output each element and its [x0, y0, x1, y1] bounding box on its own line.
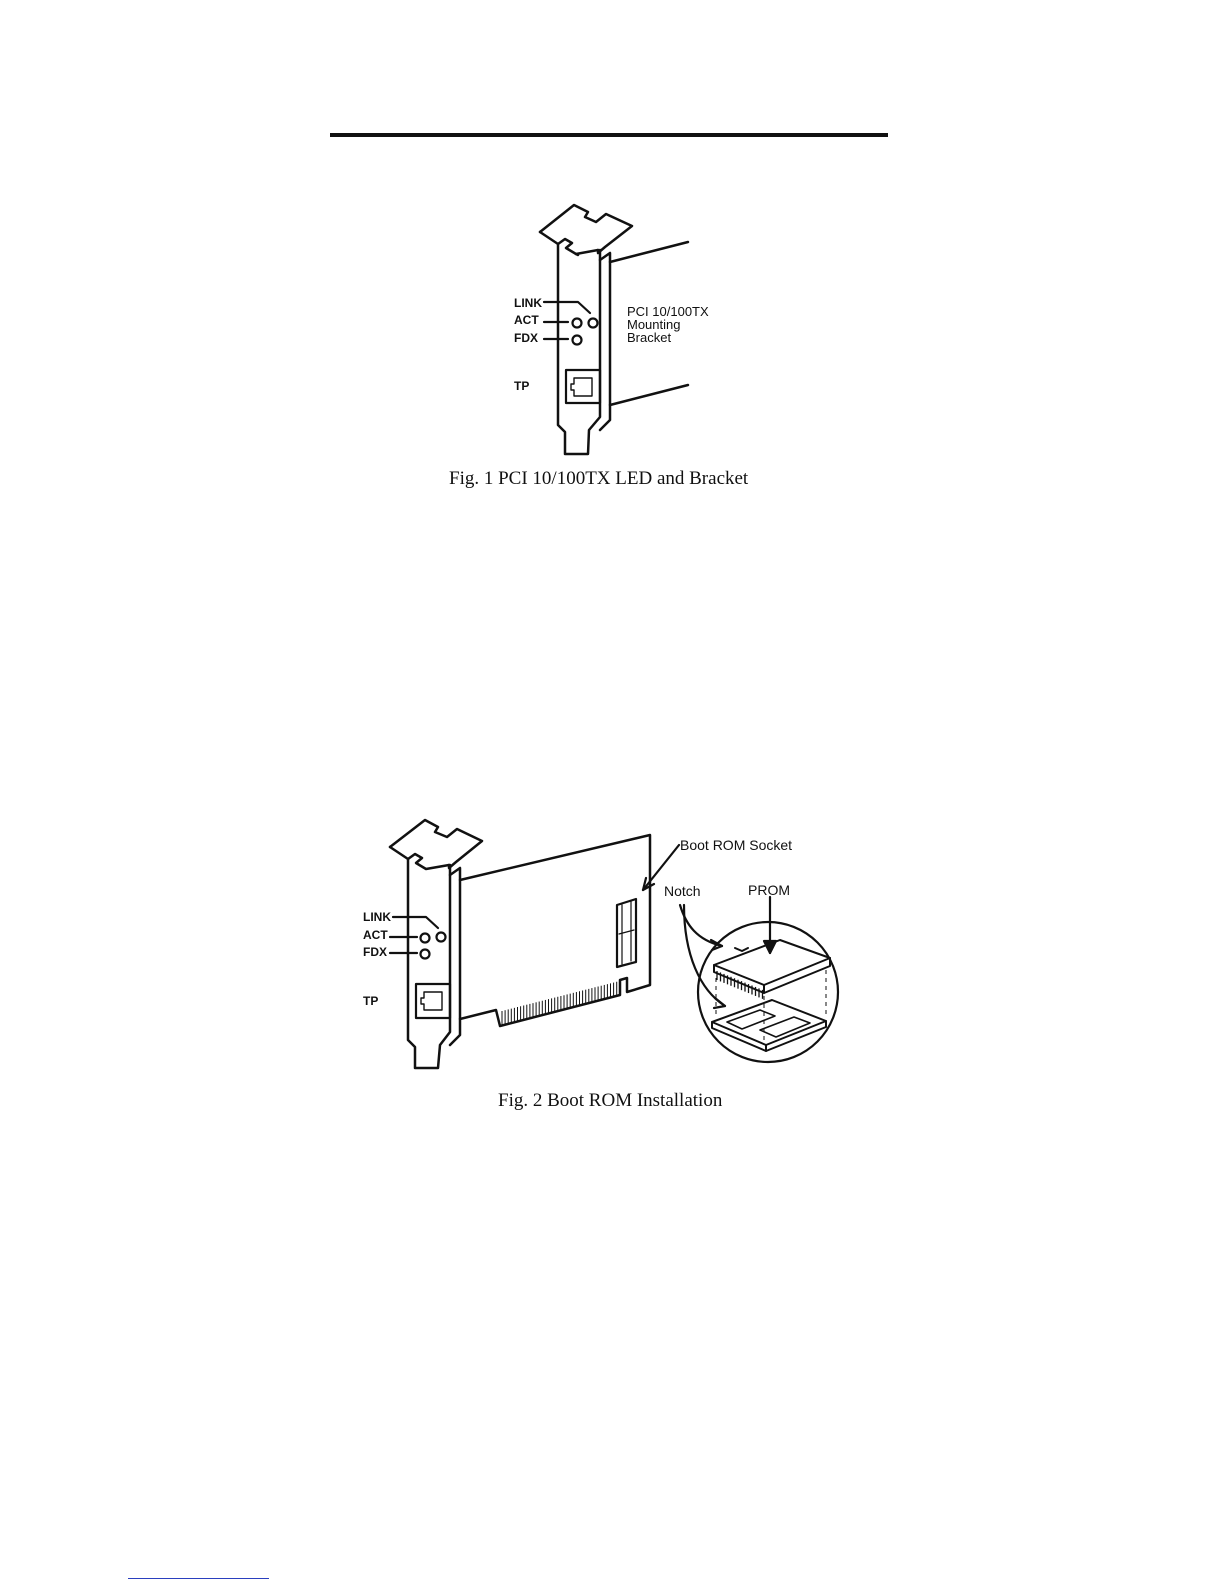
fig2-label-boot-rom-socket: Boot ROM Socket — [680, 837, 792, 853]
prom-pointer-arrow — [764, 897, 776, 953]
fig2-label-act: ACT — [363, 928, 388, 942]
act-led-icon — [573, 319, 582, 328]
footnote-rule — [128, 1578, 269, 1579]
fig1-label-bracket-2: Mounting — [627, 317, 680, 332]
fig2-fdx-led-icon — [421, 950, 430, 959]
fig2-label-fdx: FDX — [363, 945, 387, 959]
fig2-led-indicators — [421, 933, 446, 959]
led-leader-lines — [544, 302, 590, 339]
socket-pointer-arrow — [643, 845, 679, 890]
socket-dashed-guides — [716, 970, 826, 1040]
notch-arrows — [680, 905, 725, 1008]
fig1-label-act: ACT — [514, 313, 539, 327]
prom-chip-pins — [717, 971, 763, 999]
fig2-label-prom: PROM — [748, 882, 790, 898]
fig2-label-link: LINK — [363, 910, 391, 924]
fig2-label-tp: TP — [363, 994, 378, 1008]
fig1-label-bracket-1: PCI 10/100TX — [627, 304, 709, 319]
boot-rom-socket-icon — [617, 899, 636, 967]
bracket-body — [558, 244, 610, 454]
pci-card-board — [460, 835, 650, 1026]
prom-magnified-circle — [698, 922, 838, 1062]
fig1-label-tp: TP — [514, 379, 529, 393]
fig1-label-bracket-3: Bracket — [627, 330, 671, 345]
prom-chip-icon — [714, 940, 830, 993]
fig2-label-notch: Notch — [664, 883, 701, 899]
header-rule — [330, 133, 888, 137]
fig2-act-led-icon — [421, 934, 430, 943]
edge-connector-fingers — [502, 982, 617, 1025]
card-edge-lines — [610, 242, 688, 405]
fdx-led-icon — [573, 336, 582, 345]
led-indicators — [573, 319, 598, 345]
fig2-led-leader-lines — [390, 917, 438, 953]
fig2-bracket-top-tab — [390, 820, 482, 869]
bracket-top-tab — [540, 205, 632, 255]
prom-socket-icon — [712, 1000, 826, 1051]
link-led-icon — [589, 319, 598, 328]
figure-2-caption: Fig. 2 Boot ROM Installation — [498, 1090, 722, 1112]
fig1-label-fdx: FDX — [514, 331, 538, 345]
fig2-rj45-port-icon — [416, 984, 450, 1018]
rj45-port-icon — [566, 370, 600, 403]
fig2-bracket-body — [408, 859, 460, 1068]
figure-1-caption: Fig. 1 PCI 10/100TX LED and Bracket — [449, 468, 748, 490]
fig2-link-led-icon — [437, 933, 446, 942]
fig1-label-link: LINK — [514, 296, 542, 310]
